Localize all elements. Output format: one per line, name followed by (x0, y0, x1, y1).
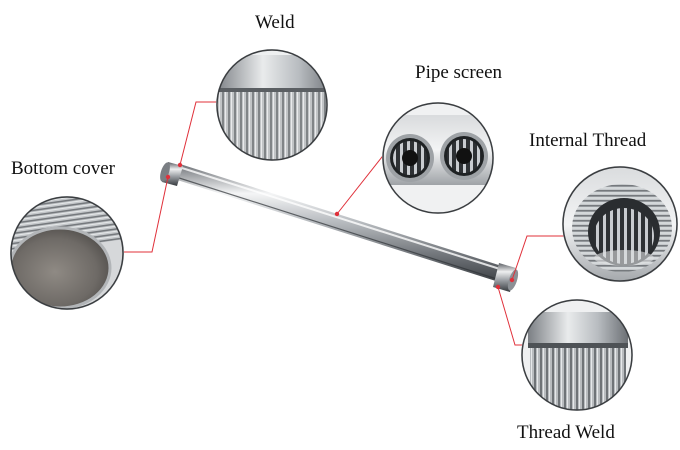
thread-weld-detail-image (521, 299, 633, 411)
weld-label: Weld (255, 12, 295, 33)
weld-detail-image (216, 49, 328, 161)
pipe-screen-body (174, 164, 505, 282)
leader-line-threadweld (497, 286, 527, 346)
internal-thread-detail-image (562, 166, 678, 282)
bottom-cover-label: Bottom cover (11, 158, 115, 179)
pipe-screen-detail-image (382, 102, 494, 214)
leader-line-bottom (122, 176, 169, 253)
pipe-screen-label: Pipe screen (415, 62, 503, 83)
internal-thread-label: Internal Thread (529, 130, 647, 151)
thread-weld-label: Thread Weld (517, 422, 615, 443)
leader-dots (165, 162, 515, 290)
leader-line-weld (179, 101, 220, 166)
leader-line-internal (511, 235, 565, 281)
bottom-cover-detail-image (10, 196, 124, 310)
leader-line-pipe (336, 147, 390, 215)
